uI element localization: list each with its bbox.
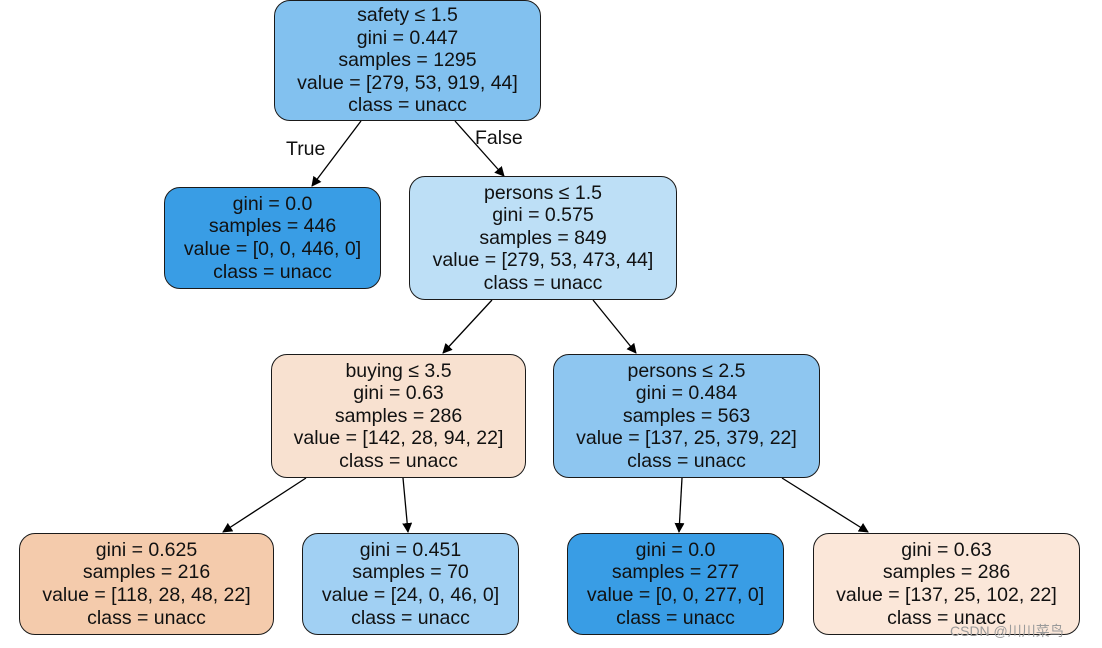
node-gini-text: gini = 0.447	[356, 26, 459, 49]
edge-n3-n6	[402, 477, 413, 533]
node-samples-text: samples = 849	[479, 226, 607, 249]
node-samples-text: samples = 286	[334, 404, 463, 427]
edge-n2-n4	[592, 299, 637, 354]
edge-label-true: True	[286, 138, 326, 160]
node-class-text: class = unacc	[213, 260, 332, 283]
node-value-text: value = [279, 53, 473, 44]	[432, 249, 654, 272]
node-class-text: class = unacc	[483, 271, 603, 294]
node-class-text: class = unacc	[339, 449, 458, 472]
node-samples-text: samples = 70	[352, 561, 469, 584]
node-samples-text: samples = 277	[611, 561, 740, 584]
node-split-text: safety ≤ 1.5	[357, 4, 458, 27]
node-samples-text: samples = 286	[882, 561, 1011, 584]
node-gini-text: gini = 0.484	[635, 382, 738, 405]
edge-n2-n3	[442, 299, 493, 354]
edge-n4-n8	[781, 477, 869, 533]
node-value-text: value = [137, 25, 379, 22]	[576, 427, 797, 450]
node-samples-text: samples = 216	[82, 561, 211, 584]
node-value-text: value = [137, 25, 102, 22]	[836, 584, 1057, 606]
edge-n0-n2	[454, 120, 505, 177]
node-gini-text: gini = 0.575	[492, 204, 594, 227]
node-gini-text: gini = 0.625	[95, 538, 198, 561]
node-value-text: value = [279, 53, 919, 44]	[297, 71, 518, 94]
node-gini-text: gini = 0.451	[359, 538, 462, 561]
node-samples-text: samples = 446	[208, 215, 337, 238]
node-value-text: value = [118, 28, 48, 22]	[42, 584, 251, 606]
node-samples-text: samples = 1295	[338, 49, 477, 72]
node-value-text: value = [0, 0, 277, 0]	[586, 584, 765, 606]
node-samples-text: samples = 563	[622, 404, 751, 427]
watermark: CSDN @川川菜鸟	[950, 623, 1064, 639]
node-value-text: value = [24, 0, 46, 0]	[321, 584, 500, 606]
edge-n3-n5	[222, 477, 307, 533]
node-split-text: persons ≤ 2.5	[627, 359, 746, 382]
node-value-text: value = [0, 0, 446, 0]	[183, 238, 362, 260]
node-class-text: class = unacc	[348, 94, 467, 117]
edge-n4-n7	[674, 477, 685, 533]
node-gini-text: gini = 0.0	[232, 192, 313, 215]
node-class-text: class = unacc	[351, 606, 470, 629]
node-gini-text: gini = 0.63	[353, 382, 444, 405]
node-value-text: value = [142, 28, 94, 22]	[293, 427, 504, 450]
node-class-text: class = unacc	[616, 606, 735, 629]
node-split-text: persons ≤ 1.5	[483, 181, 603, 204]
edge-label-false: False	[475, 127, 523, 149]
node-split-text: buying ≤ 3.5	[345, 359, 452, 382]
node-gini-text: gini = 0.63	[901, 538, 992, 561]
node-gini-text: gini = 0.0	[635, 538, 716, 561]
edge-n0-n1	[311, 120, 362, 187]
node-class-text: class = unacc	[887, 606, 1006, 629]
node-class-text: class = unacc	[627, 449, 746, 472]
node-class-text: class = unacc	[87, 606, 206, 629]
